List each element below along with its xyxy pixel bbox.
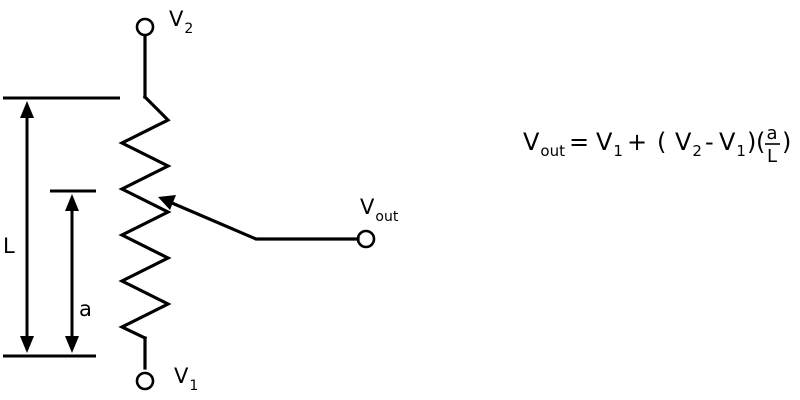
dimension-markers: [3, 96, 120, 358]
fraction-close-paren: ): [782, 128, 791, 156]
v1-terminal: [135, 371, 155, 391]
equation-term-v2: V2: [675, 128, 702, 160]
wiper-arrowhead: [158, 195, 176, 210]
length-L-arrowhead-top: [20, 101, 34, 118]
wiper-wire: [169, 200, 360, 241]
equation-close-paren: ): [747, 128, 756, 156]
length-L-label: L: [3, 234, 15, 258]
resistor-zigzag: [118, 94, 172, 341]
voltage-divider-equation: Vout = V1 + ( V2 - V1 ) ( a L ): [523, 123, 791, 167]
fraction-numerator: a: [766, 123, 777, 144]
vout-terminal: [356, 229, 376, 249]
equation-left-side: Vout: [523, 128, 565, 160]
potentiometer-resistor: [118, 33, 172, 370]
v2-terminal: [135, 17, 155, 37]
wiper: [158, 195, 360, 241]
equation-open-paren: (: [657, 128, 666, 156]
v1-label: V1: [174, 364, 198, 394]
length-L-arrowhead-bottom: [20, 336, 34, 353]
equation-term-v1-second: V1: [719, 128, 746, 160]
length-a-label: a: [79, 297, 92, 321]
fraction-open-paren: (: [756, 128, 765, 156]
equation-term-v1: V1: [596, 128, 623, 160]
length-a-arrowhead-top: [65, 194, 79, 211]
fraction-denominator: L: [767, 146, 777, 167]
equation-equals: =: [569, 128, 589, 156]
length-a-arrowhead-bottom: [65, 336, 79, 353]
equation-plus: +: [627, 128, 647, 156]
v2-label: V2: [169, 7, 193, 37]
vout-label: Vout: [360, 195, 399, 225]
equation-minus: -: [705, 128, 714, 156]
